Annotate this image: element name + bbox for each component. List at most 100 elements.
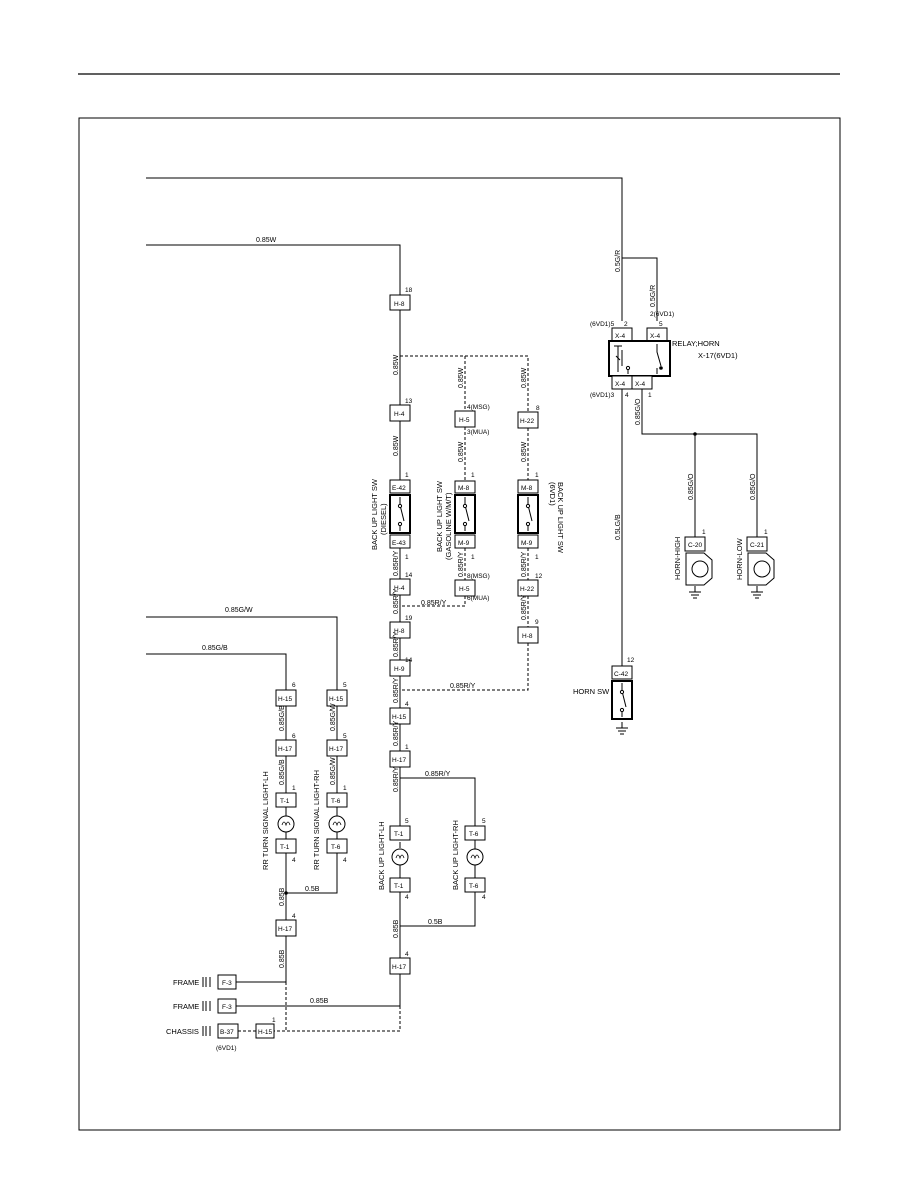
pin-number: 1	[343, 785, 347, 792]
connector-label: M-9	[521, 540, 533, 547]
connector-label: T-6	[331, 798, 341, 805]
wire-label: 0.85G/B	[279, 705, 286, 731]
component-label: (GASOLINE W/M/T)	[444, 492, 453, 560]
horn-sw	[611, 680, 633, 720]
wire-label: 0.5B	[305, 886, 320, 893]
component-label: HORN-HIGH	[673, 537, 682, 580]
wire-label: 0.85B	[393, 919, 400, 938]
wire-085w-main	[146, 244, 401, 295]
connector-label: E-43	[392, 540, 406, 547]
connector-label: H-15	[329, 696, 343, 703]
component-label: X-17(6VD1)	[698, 351, 738, 360]
variant-label: (6VD1)	[216, 1045, 237, 1052]
wire-label: 0.85W	[256, 237, 277, 244]
back-up-light-sw-gasoline	[454, 494, 476, 534]
wire-label: 0.85W	[393, 354, 400, 375]
connector-label: X-4	[615, 381, 626, 388]
pin-number: 1	[471, 554, 475, 561]
wire-label: 0.85R/Y	[393, 766, 400, 792]
pin-number: 9	[535, 619, 539, 626]
relay-coil-icon	[614, 344, 662, 374]
connector-h8	[389, 294, 411, 311]
wire-label: 0.85R/Y	[521, 594, 528, 620]
pin-number: 4	[292, 857, 296, 864]
connector-label: M-9	[458, 540, 470, 547]
pin-number: (6VD1)3	[590, 392, 615, 399]
pin-number: 4	[625, 392, 629, 399]
connector-label: T-6	[469, 831, 479, 838]
connector-label: T-1	[280, 844, 290, 851]
connector-c20	[684, 536, 706, 552]
pin-number: 4	[343, 857, 347, 864]
pin-number: 12	[535, 573, 543, 580]
connector-c42	[611, 665, 633, 680]
wire-085gb	[146, 653, 287, 690]
wire	[285, 807, 338, 839]
wire-label: 0.85B	[310, 998, 329, 1005]
component-label: RR TURN SIGNAL LIGHT-RH	[312, 770, 321, 870]
wire-relay-5	[622, 257, 658, 321]
pin-number: 13	[405, 398, 413, 405]
component-label: BACK UP LIGHT-RH	[451, 820, 460, 890]
connector-label: H-17	[329, 746, 343, 753]
wire-label: 0.85G/B	[279, 759, 286, 785]
pin-number: 8(MSG)	[467, 573, 490, 580]
connector-h4	[389, 404, 411, 422]
pin-number: 4	[482, 894, 486, 901]
connector-m9-a	[454, 534, 476, 549]
connector-label: H-17	[278, 926, 292, 933]
component-label: (DIESEL)	[379, 503, 388, 535]
back-up-light-sw-diesel	[389, 494, 411, 534]
component-label: BACK UP LIGHT SW	[556, 482, 565, 554]
wire-085gw	[146, 616, 338, 690]
wire-label: 0.85W	[458, 441, 465, 462]
connector-m9-b	[517, 534, 539, 549]
wire-dash-h22	[400, 428, 529, 691]
connector-label: H-9	[394, 666, 405, 673]
connector-m8-b	[517, 479, 539, 494]
pin-number: 4	[405, 951, 409, 958]
pin-number: 5	[405, 818, 409, 825]
component-label: BACK UP LIGHT SW	[370, 478, 379, 550]
wire-label: 0.85R/Y	[425, 771, 451, 778]
connector-label: H-8	[394, 628, 405, 635]
pin-number: 4	[405, 701, 409, 708]
connector-label: H-15	[258, 1029, 272, 1036]
pin-number: 5	[659, 321, 663, 328]
back-up-light-rh-icon	[466, 848, 484, 866]
connector-label: T-1	[280, 798, 290, 805]
wire-label: 0.85G/W	[330, 757, 337, 785]
component-label: HORN SW	[573, 687, 610, 696]
wire-label: 0.85G/O	[750, 473, 757, 500]
connector-label: H-4	[394, 585, 405, 592]
connector-label: H-15	[278, 696, 292, 703]
pin-number: 12	[627, 657, 635, 664]
ground-label: FRAME	[173, 978, 199, 987]
connector-label: M-8	[458, 485, 470, 492]
wire-horn	[621, 389, 758, 666]
pin-number: 4(MSG)	[467, 404, 490, 411]
component-label: RELAY;HORN	[672, 339, 720, 348]
ground-label: FRAME	[173, 1002, 199, 1011]
connector-label: H-17	[392, 964, 406, 971]
connector-label: E-42	[392, 485, 406, 492]
wire-back-up-rh	[400, 777, 476, 826]
pin-number: (6VD1)5	[590, 321, 615, 328]
connector-label: H-17	[278, 746, 292, 753]
connector-f3-b	[217, 998, 237, 1014]
pin-number: 6	[292, 733, 296, 740]
component-label: RR TURN SIGNAL LIGHT-LH	[261, 771, 270, 870]
connector-m8-a	[454, 480, 476, 494]
connector-label: F-3	[222, 980, 232, 987]
wire-dash-branch-top	[400, 355, 529, 412]
wire-turn-column	[285, 706, 338, 793]
ground-icon	[750, 585, 764, 599]
connector-h22-mid	[517, 579, 539, 597]
wire-label: 0.85B	[279, 949, 286, 968]
ground-icon	[202, 1001, 211, 1011]
pin-number: 14	[405, 572, 413, 579]
connector-t1-c	[389, 825, 411, 841]
back-up-light-sw-6vd1	[517, 494, 539, 534]
pin-number: 5	[343, 733, 347, 740]
pin-number: 3(MUA)	[467, 429, 489, 436]
